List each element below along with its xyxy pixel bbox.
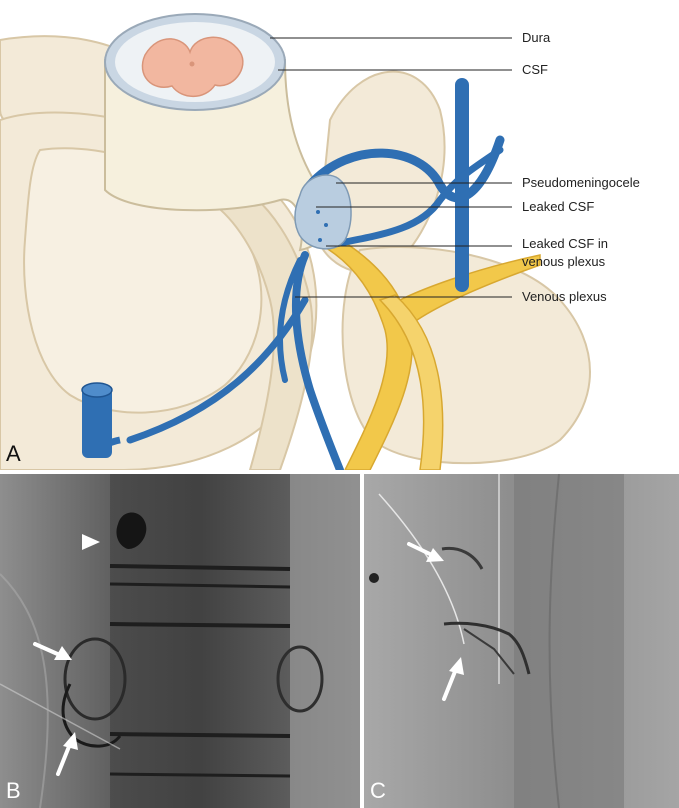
- vein-left-vessel: [82, 388, 112, 458]
- label-leaked-csf: Leaked CSF: [522, 199, 594, 214]
- label-venous-plexus: Venous plexus: [522, 289, 607, 304]
- panel-letter-a: A: [6, 441, 21, 467]
- leak-dot-3: [318, 238, 322, 242]
- panel-b-endplate-3: [110, 624, 290, 626]
- panel-c-vertebral-column: [514, 474, 624, 808]
- illustration-svg: Dura CSF Pseudomeningocele Leaked CSF Le…: [0, 0, 679, 470]
- leak-dot-2: [324, 223, 328, 227]
- panel-c-svg: [364, 474, 679, 808]
- panel-b-fluoroscopy: [0, 474, 360, 808]
- pseudomeningocele: [295, 175, 351, 249]
- panel-letter-b: B: [6, 778, 21, 804]
- panel-a-illustration: Dura CSF Pseudomeningocele Leaked CSF Le…: [0, 0, 679, 470]
- panel-c-fluoroscopy: [364, 474, 679, 808]
- label-leaked-csf-venous-line2: venous plexus: [522, 254, 606, 269]
- label-csf: CSF: [522, 62, 548, 77]
- label-leaked-csf-venous-line1: Leaked CSF in: [522, 236, 608, 251]
- vein-left-vessel-top: [82, 383, 112, 397]
- panel-b-svg: [0, 474, 360, 808]
- panel-letter-c: C: [370, 778, 386, 804]
- leak-dot-4: [310, 250, 314, 254]
- leak-dot-1: [316, 210, 320, 214]
- panel-b-endplate-5: [110, 774, 290, 776]
- panel-b-right-soft-tissue: [290, 474, 360, 808]
- label-dura: Dura: [522, 30, 551, 45]
- panel-c-marker: [369, 573, 379, 583]
- label-pseudomeningocele: Pseudomeningocele: [522, 175, 640, 190]
- central-canal: [190, 62, 195, 67]
- panel-b-endplate-4: [110, 734, 290, 736]
